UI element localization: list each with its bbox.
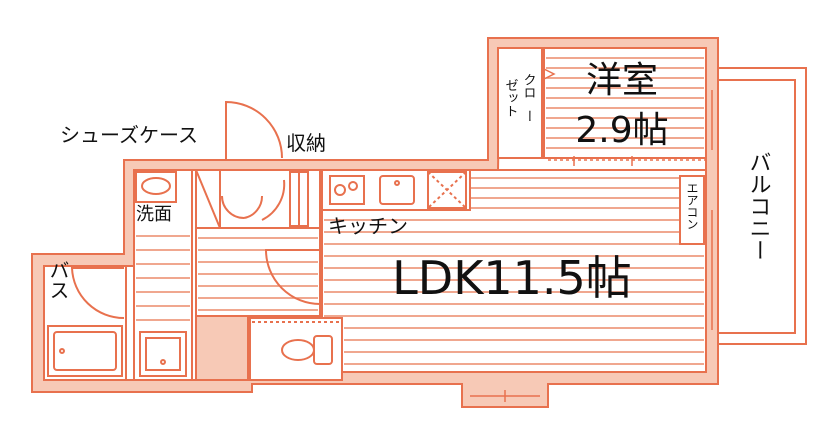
doors bbox=[70, 100, 321, 319]
western-room-label: 洋室 bbox=[586, 60, 658, 101]
kitchen-label: キッチン bbox=[328, 214, 408, 238]
storage-unit bbox=[289, 171, 309, 227]
closet-door-marker bbox=[541, 67, 706, 166]
closet-label-line1: クロ bbox=[521, 73, 536, 99]
toilet-fixture bbox=[252, 321, 340, 365]
entrance-step bbox=[195, 315, 249, 381]
bathtub bbox=[47, 325, 123, 377]
floor-lines-ldk bbox=[324, 177, 704, 365]
air-conditioner-label: エアコン bbox=[685, 182, 699, 230]
western-room-size-label: 2.9帖 bbox=[575, 110, 668, 151]
washroom-label: 洗面 bbox=[136, 204, 172, 225]
kitchen-counter bbox=[321, 169, 471, 211]
ldk-label: LDK11.5帖 bbox=[392, 251, 632, 305]
closet-label-line2: ー bbox=[521, 110, 536, 123]
balcony-area bbox=[718, 67, 807, 345]
shoe-case bbox=[195, 169, 221, 229]
closet-label-line3: ゼット bbox=[503, 79, 519, 118]
windows bbox=[470, 90, 713, 402]
bath-label: バス bbox=[46, 260, 70, 300]
balcony-label: バルコニー bbox=[746, 151, 771, 261]
shoe-case-label: シューズケース bbox=[60, 123, 198, 147]
floor-lines-washroom bbox=[136, 235, 190, 321]
floor-lines-western bbox=[546, 57, 704, 149]
washroom-fixtures bbox=[135, 171, 187, 377]
air-conditioner-unit bbox=[679, 175, 705, 245]
storage-label: 収納 bbox=[286, 131, 326, 155]
floor-lines-entrance bbox=[198, 237, 318, 311]
